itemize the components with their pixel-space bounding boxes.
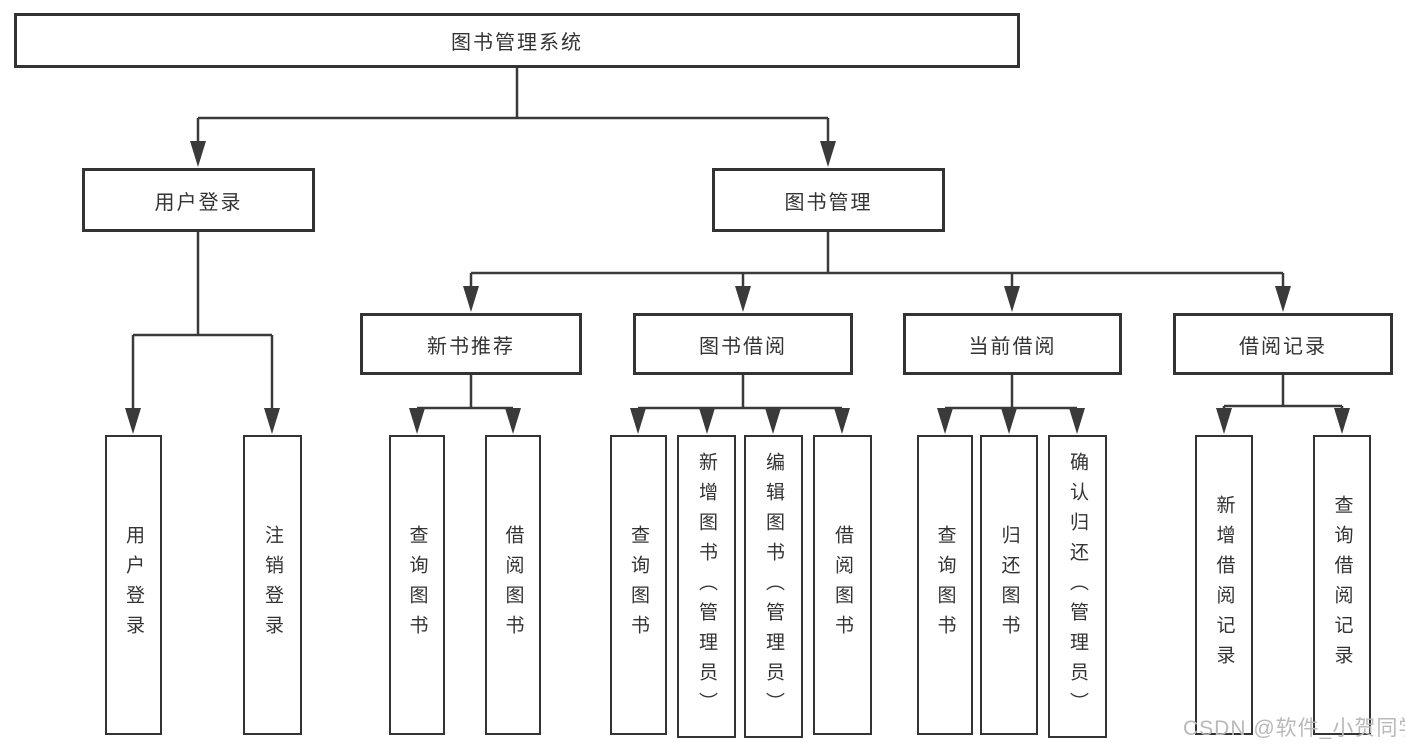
leaf-newbook-borrow-books: 借阅图书 bbox=[485, 435, 541, 735]
leaf-add-books-admin: 新增图书（管理员） bbox=[677, 435, 736, 738]
leaf-add-borrow-record: 新增借阅记录 bbox=[1195, 435, 1253, 735]
leaf-return-books-label: 归还图书 bbox=[998, 525, 1020, 645]
leaf-current-query-books: 查询图书 bbox=[917, 435, 973, 735]
node-book-management-label: 图书管理 bbox=[784, 191, 873, 214]
watermark: CSDN @软件_小贺同学 bbox=[1183, 717, 1405, 740]
leaf-newbook-query-books-label: 查询图书 bbox=[406, 525, 428, 645]
leaf-current-query-books-label: 查询图书 bbox=[934, 525, 956, 645]
node-current-borrow-label: 当前借阅 bbox=[968, 335, 1057, 358]
leaf-logout: 注销登录 bbox=[243, 435, 302, 735]
leaf-return-books: 归还图书 bbox=[980, 435, 1038, 735]
node-root: 图书管理系统 bbox=[14, 13, 1020, 68]
leaf-query-borrow-record-label: 查询借阅记录 bbox=[1331, 495, 1353, 675]
leaf-edit-books-admin: 编辑图书（管理员） bbox=[744, 435, 803, 738]
leaf-borrow-borrow-books: 借阅图书 bbox=[813, 435, 872, 735]
arrowheads bbox=[125, 141, 1350, 434]
node-root-label: 图书管理系统 bbox=[451, 32, 583, 54]
leaf-add-books-admin-label: 新增图书（管理员） bbox=[696, 451, 717, 722]
node-borrow-records: 借阅记录 bbox=[1173, 313, 1393, 375]
leaf-query-borrow-record: 查询借阅记录 bbox=[1313, 435, 1371, 735]
leaf-newbook-borrow-books-label: 借阅图书 bbox=[502, 525, 524, 645]
leaf-borrow-borrow-books-label: 借阅图书 bbox=[832, 525, 853, 645]
node-book-borrow-label: 图书借阅 bbox=[699, 335, 787, 358]
leaf-newbook-query-books: 查询图书 bbox=[389, 435, 445, 735]
leaf-user-login: 用户登录 bbox=[105, 435, 162, 735]
leaf-add-borrow-record-label: 新增借阅记录 bbox=[1213, 495, 1235, 675]
node-book-management: 图书管理 bbox=[712, 168, 945, 232]
leaf-borrow-query-books-label: 查询图书 bbox=[628, 525, 649, 645]
node-borrow-records-label: 借阅记录 bbox=[1239, 335, 1327, 358]
node-user-login-label: 用户登录 bbox=[154, 191, 243, 214]
leaf-confirm-return-admin-label: 确认归还（管理员） bbox=[1067, 451, 1088, 722]
leaf-confirm-return-admin: 确认归还（管理员） bbox=[1048, 435, 1107, 738]
node-user-login: 用户登录 bbox=[82, 168, 315, 232]
node-new-book-recommend: 新书推荐 bbox=[360, 313, 582, 375]
node-current-borrow: 当前借阅 bbox=[903, 313, 1122, 375]
leaf-user-login-label: 用户登录 bbox=[123, 525, 144, 645]
leaf-borrow-query-books: 查询图书 bbox=[610, 435, 667, 735]
leaf-edit-books-admin-label: 编辑图书（管理员） bbox=[763, 451, 784, 722]
node-new-book-recommend-label: 新书推荐 bbox=[427, 335, 515, 358]
leaf-logout-label: 注销登录 bbox=[262, 525, 283, 645]
node-book-borrow: 图书借阅 bbox=[633, 313, 853, 375]
